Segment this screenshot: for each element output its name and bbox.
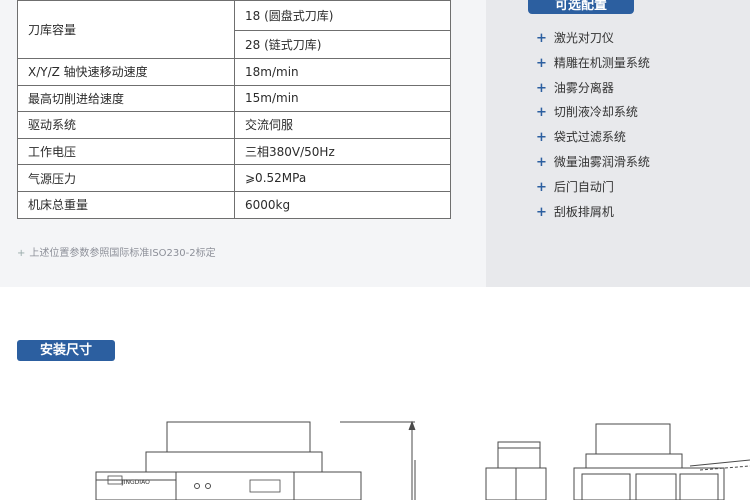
list-item: + 刮板排屑机 [536,200,650,225]
plus-icon: + [536,31,547,46]
spec-value: 15m/min [234,84,451,113]
list-item: + 激光对刀仪 [536,26,650,51]
plus-icon: + [536,105,547,121]
options-list: + 激光对刀仪 + 精雕在机测量系统 + 油雾分离器 + 切削液冷却系统 + 袋式过滤系统… [536,26,650,224]
plus-icon: + [536,179,547,195]
list-item: + 精雕在机测量系统 [536,51,650,76]
option-label: 切削液冷却系统 [553,105,638,120]
option-label: 激光对刀仪 [553,31,614,45]
plus-icon: + [536,130,547,146]
spec-label: 最高切削进给速度 [17,84,235,113]
table-row: X/Y/Z 轴快速移动速度 18m/min [17,58,451,86]
list-item: + 后门自动门 [536,175,650,200]
list-item: + 切削液冷却系统 [536,100,650,125]
spec-label: 驱动系统 [17,111,235,139]
plus-icon: + [536,55,547,71]
options-panel [486,0,750,287]
spec-footnote: +上述位置参数参照国际标准ISO230-2标定 [17,244,216,259]
plus-icon: + [536,204,547,220]
install-title: 安装尺寸 [17,340,115,361]
table-row: 最高切削进给速度 15m/min [17,84,451,113]
spec-label: 气源压力 [17,164,235,192]
plus-icon: + [536,154,547,170]
rear-view-drawing [573,423,750,500]
table-row: 机床总重量 6000kg [17,190,451,219]
list-item: + 微量油雾润滑系统 [536,150,650,175]
spec-label: 刀库容量 [17,0,235,59]
option-label: 袋式过滤系统 [553,130,626,145]
footnote-text: 上述位置参数参照国际标准ISO230-2标定 [29,248,216,259]
spec-value: 28 (链式刀库) [234,30,451,59]
spec-value: 三相380V/50Hz [234,137,451,166]
machine-logo: JINGDIAO [121,479,150,486]
spec-label: 工作电压 [17,137,235,166]
plus-icon: + [536,80,547,96]
option-label: 油雾分离器 [553,80,614,95]
spec-value: 6000kg [234,190,451,219]
spec-value: 18 (圆盘式刀库) [234,0,451,31]
option-label: 刮板排屑机 [553,204,614,219]
spec-table: 刀库容量 18 (圆盘式刀库) 28 (链式刀库) X/Y/Z 轴快速移动速度 … [17,0,451,219]
table-row: 28 (链式刀库) [18,30,451,59]
spec-label: 机床总重量 [17,190,235,219]
front-view-drawing [95,420,416,500]
option-label: 微量油雾润滑系统 [553,154,650,169]
table-row: 工作电压 三相380V/50Hz [17,137,451,166]
side-view-drawing [485,441,547,500]
spec-label: X/Y/Z 轴快速移动速度 [17,58,235,86]
table-row: 驱动系统 交流伺服 [17,111,451,139]
machine-drawing: JINGDIAO [95,420,750,500]
option-label: 精雕在机测量系统 [553,55,650,70]
plus-icon: + [17,248,26,259]
spec-value: 交流伺服 [234,111,451,139]
table-row: 刀库容量 18 (圆盘式刀库) [17,0,451,59]
list-item: + 袋式过滤系统 [536,125,650,150]
table-row: 气源压力 ⩾0.52MPa [17,164,451,192]
spec-value: 18m/min [234,58,451,86]
option-label: 后门自动门 [553,179,614,194]
list-item: + 油雾分离器 [536,76,650,101]
spec-value: ⩾0.52MPa [234,164,451,192]
options-title: 可选配置 [528,0,634,14]
